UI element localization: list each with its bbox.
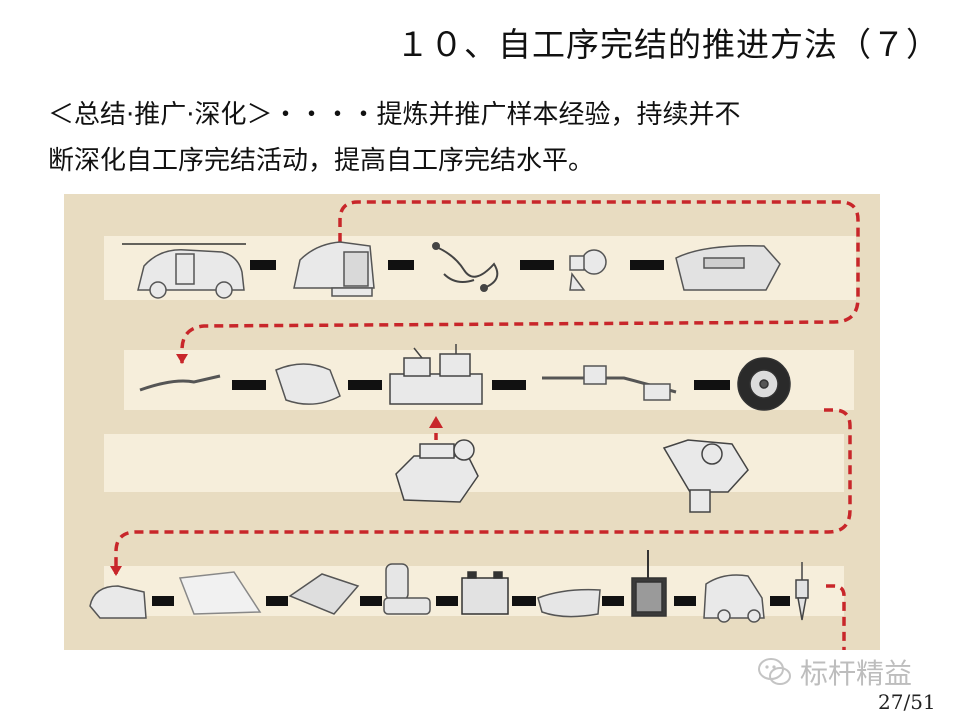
link-bar [512, 596, 536, 606]
watermark-text: 标杆精益 [800, 657, 913, 690]
instrument-panel-icon [675, 245, 781, 291]
link-bar [520, 260, 554, 270]
engine-on-stand-icon [395, 439, 479, 503]
slide-body: ＜总结·推广·深化＞・・・・提炼并推广样本经验，持续并不 断深化自工序完结活动，… [48, 92, 928, 184]
link-bar [348, 380, 382, 390]
slide-title: １０、自工序完结的推进方法（７） [396, 25, 940, 64]
body-line-1: ＜总结·推广·深化＞・・・・提炼并推广样本经验，持续并不 [48, 100, 741, 130]
flow-arrow-up [429, 416, 443, 428]
assembly-flow-diagram [64, 194, 880, 650]
link-bar [674, 596, 696, 606]
link-bar [232, 380, 266, 390]
page-number: 27/51 [878, 690, 936, 714]
floor-mat-icon [288, 573, 360, 615]
spark-plug-icon [795, 562, 809, 621]
link-bar [266, 596, 288, 606]
muffler-exhaust-icon [542, 365, 677, 401]
body-side-panel-icon [293, 241, 375, 297]
watermark: 标杆精益 [758, 652, 912, 692]
flow-path-bottom [826, 584, 846, 650]
link-bar [436, 596, 458, 606]
door-frame-icon [703, 574, 765, 623]
wechat-icon [758, 658, 791, 685]
car-seat-icon [383, 563, 431, 615]
assembly-flow-svg [89, 200, 860, 650]
windshield-glass-icon [178, 571, 262, 615]
car-body-frame-icon [122, 243, 246, 299]
headlamp-icon [89, 585, 147, 619]
link-bar [152, 596, 174, 606]
link-bar [360, 596, 382, 606]
link-bar [602, 596, 624, 606]
link-bar [250, 260, 276, 270]
fender-panel-icon [275, 363, 341, 405]
exhaust-pipe-icon [139, 374, 221, 392]
link-bar [694, 380, 730, 390]
flow-path-middle [114, 408, 852, 574]
engine-subassembly-icon [389, 344, 483, 405]
brake-booster-icon [569, 249, 607, 291]
link-bar [492, 380, 526, 390]
flow-path-top [180, 200, 860, 368]
link-bar [630, 260, 664, 270]
wire-harness-icon [432, 242, 499, 292]
battery-icon [461, 571, 509, 615]
flow-arrow-row2 [176, 354, 188, 364]
link-bar [388, 260, 414, 270]
tire-wheel-icon [737, 357, 791, 411]
transmission-engine-icon [662, 439, 749, 513]
link-bar [770, 596, 790, 606]
radiator-icon [631, 550, 667, 617]
body-line-2: 断深化自工序完结活动，提高自工序完结水平。 [48, 146, 595, 176]
bumper-icon [537, 588, 601, 618]
flow-arrow-row4 [110, 566, 122, 576]
